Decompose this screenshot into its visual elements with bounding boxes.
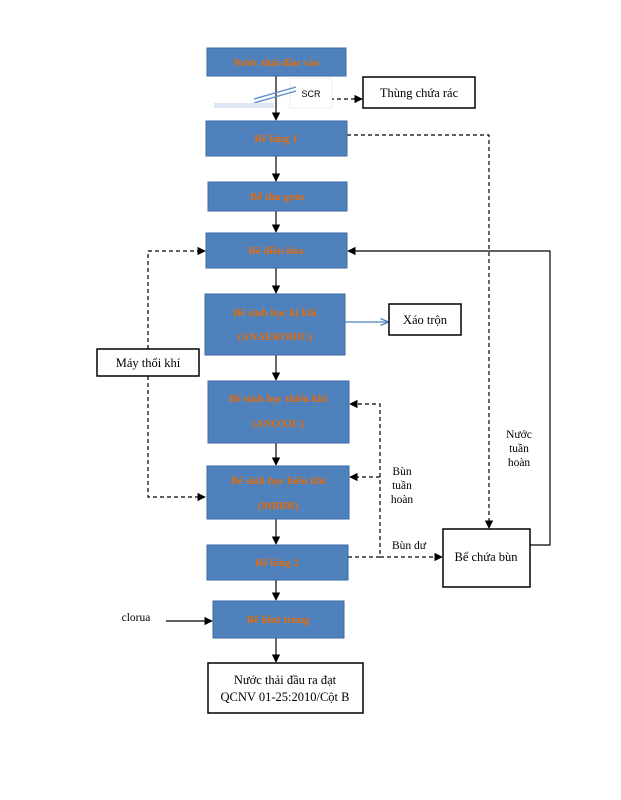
mbbr-label-1: Bể sinh học hiếu khí <box>231 475 327 487</box>
outlet-label-2: QCNV 01-25:2010/Cột B <box>221 690 350 704</box>
outlet-node: Nước thải đầu ra đạt QCNV 01-25:2010/Cột… <box>207 662 364 714</box>
excess-sludge-label: Bùn dư <box>392 540 427 552</box>
screen: SCR <box>214 77 333 109</box>
settling1-label: Bể lắng 1 <box>254 133 297 145</box>
anaerobic-box <box>204 293 346 356</box>
settling1-node: Bể lắng 1 <box>205 120 348 157</box>
mixing-box <box>388 303 462 336</box>
mixing-node: Xáo trộn <box>388 303 462 336</box>
settling2-node: Bể lắng 2 <box>206 544 349 581</box>
collection-box <box>207 181 348 212</box>
sludge-tank-box <box>442 528 531 588</box>
inlet-node: Nước thải đầu vào <box>206 47 347 77</box>
mbbr-node: Bể sinh học hiếu khí (MBBR) <box>206 465 350 520</box>
equalization-box <box>205 232 348 269</box>
collection-node: Bể thu gom <box>207 181 348 212</box>
screen-bar-2 <box>253 86 297 100</box>
blower-label: Máy thổi khí <box>116 356 181 370</box>
connectors <box>147 76 551 663</box>
recirc-sludge-label-1: Bùn <box>392 466 411 478</box>
mbbr-box <box>206 465 350 520</box>
air-to-mbbr <box>147 376 206 502</box>
recirc-sludge-label-2: tuần <box>392 479 412 492</box>
recirc-sludge-label-3: hoàn <box>391 494 414 506</box>
recirc-water-label-1: Nước <box>506 429 532 441</box>
equalization-node: Bể điều hòa <box>205 232 348 269</box>
air-to-equalization <box>147 246 206 349</box>
sludge-recirculation-line <box>348 399 381 558</box>
screen-bar-1 <box>253 90 297 104</box>
inlet-box <box>206 47 347 77</box>
disinfection-box <box>212 600 345 639</box>
disinfection-label: Bể khử trùng <box>247 614 310 626</box>
collection-label: Bể thu gom <box>250 191 304 203</box>
screen-box <box>289 77 333 109</box>
anoxic-node: Bể sinh học thiếu khí (ANOXIC) <box>207 380 350 444</box>
recirc-water-label-3: hoàn <box>508 457 531 469</box>
mixing-label: Xáo trộn <box>403 313 448 327</box>
sludge-tank-label: Bể chứa bùn <box>454 550 518 564</box>
flow-labels: clorua Bùn tuần hoàn Bùn dư Nước tuần ho… <box>122 429 532 624</box>
outlet-label-1: Nước thải đầu ra đạt <box>234 673 337 687</box>
screen-label: SCR <box>301 89 321 99</box>
inlet-label: Nước thải đầu vào <box>233 57 320 69</box>
settling2-box <box>206 544 349 581</box>
settling1-box <box>205 120 348 157</box>
flow-settling1-to-sludge <box>347 134 494 529</box>
blower-node: Máy thổi khí <box>96 348 200 377</box>
anoxic-label-1: Bể sinh học thiếu khí <box>229 393 328 405</box>
water-recirculation-line <box>347 246 551 546</box>
chlorine-label: clorua <box>122 612 151 624</box>
process-tanks: Nước thải đầu vào Bể lắng 1 Bể thu gom B… <box>204 47 350 639</box>
trash-box <box>362 76 476 109</box>
anaerobic-label-1: Bể sinh học kị khí <box>233 307 318 319</box>
trash-node: Thùng chứa rác <box>362 76 476 109</box>
screen-channel <box>214 103 274 108</box>
trash-label: Thùng chứa rác <box>380 86 459 100</box>
anaerobic-label-2: (ANAEROBIC) <box>238 331 313 343</box>
anoxic-label-2: (ANOXIC) <box>252 418 304 430</box>
mbbr-label-2: (MBBR) <box>258 500 299 512</box>
auxiliary-units: Thùng chứa rác Xáo trộn Máy thổi khí Bể … <box>96 76 531 714</box>
outlet-box <box>207 662 364 714</box>
recirc-water-label-2: tuần <box>509 442 529 455</box>
sludge-tank-node: Bể chứa bùn <box>442 528 531 588</box>
settling2-label: Bể lắng 2 <box>255 557 299 569</box>
anaerobic-node: Bể sinh học kị khí (ANAEROBIC) <box>204 293 346 356</box>
disinfection-node: Bể khử trùng <box>212 600 345 639</box>
blower-box <box>96 348 200 377</box>
equalization-label: Bể điều hòa <box>248 245 304 257</box>
anoxic-box <box>207 380 350 444</box>
